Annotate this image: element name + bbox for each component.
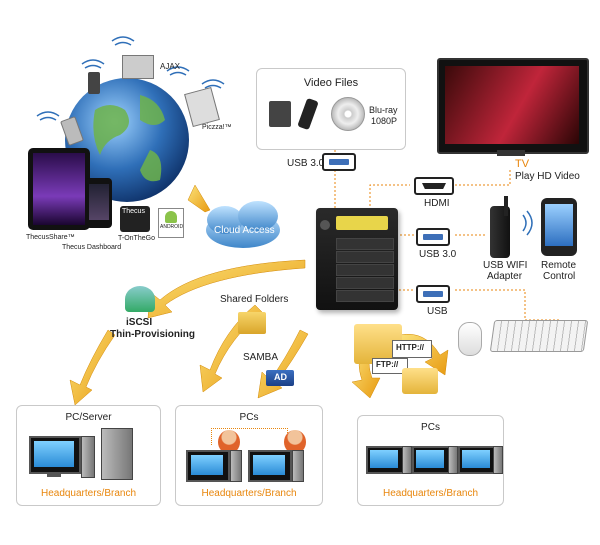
tv-subtitle: Play HD Video	[515, 171, 580, 182]
monitor-icon-5	[412, 446, 450, 474]
tv-icon	[437, 58, 589, 154]
usb-right-label: USB 3.0	[419, 249, 457, 260]
android-badge-label: ANDROID	[160, 224, 184, 230]
usb-bottom-port-icon	[416, 285, 450, 303]
branch-3-title: PCs	[421, 422, 440, 433]
database-icon	[125, 286, 155, 312]
branch-pc-server: PC/Server Headquarters/Branch	[16, 405, 161, 506]
thecus-dashboard-label: Thecus Dashboard	[62, 244, 122, 251]
cloud-access-label: Cloud Access	[214, 225, 275, 236]
remote-phone-icon	[541, 198, 577, 256]
usb-bottom-label: USB	[427, 306, 448, 317]
remote-label-line2: Control	[543, 271, 576, 282]
folder-small-icon	[402, 368, 438, 394]
user-icon-2	[284, 430, 306, 454]
folder-icon	[238, 312, 266, 334]
iscsi-label: iSCSI	[126, 317, 153, 328]
phone-icon	[88, 72, 100, 94]
ad-label: AD	[274, 372, 287, 382]
thecus-share-label: ThecusShare™	[26, 234, 75, 241]
monitor-icon-2	[186, 450, 230, 482]
onthego-label: T-OnTheGo	[118, 235, 155, 242]
cloud-icon	[206, 201, 280, 248]
ajax-label: AJAX	[160, 62, 181, 71]
hdmi-label: HDMI	[424, 198, 450, 209]
branch-pcs-2: PCs Headquarters/Branch	[357, 415, 504, 506]
video-files-title: Video Files	[303, 77, 359, 89]
usb-right-port-icon	[416, 228, 450, 246]
smartphone-icon	[86, 178, 112, 228]
user-icon	[218, 430, 240, 454]
branch-2-footer: Headquarters/Branch	[201, 488, 297, 499]
usb-top-label: USB 3.0	[287, 158, 325, 169]
hdmi-port-icon	[414, 177, 454, 195]
branch-2-title: PCs	[239, 412, 259, 423]
laptop-icon	[122, 55, 154, 79]
branch-1-title: PC/Server	[65, 412, 112, 423]
tv-stand	[497, 150, 525, 156]
ad-badge: AD	[266, 370, 294, 386]
monitor-icon-6	[458, 446, 496, 474]
bluray-disc-icon	[331, 97, 365, 131]
http-label: HTTP://	[396, 343, 424, 352]
remote-label-line1: Remote	[541, 260, 577, 271]
monitor-icon-4	[366, 446, 404, 474]
http-tag: HTTP://	[392, 340, 432, 358]
nas-device-icon	[316, 208, 398, 310]
thecus-app-text: Thecus	[122, 208, 145, 215]
video-files-panel: Video Files Blu-ray 1080P	[256, 68, 406, 150]
monitor-icon-3	[248, 450, 292, 482]
bluray-label: Blu-ray	[369, 105, 398, 115]
server-icon	[101, 428, 133, 480]
usb-wifi-adapter-icon	[490, 206, 510, 258]
branch-1-footer: Headquarters/Branch	[40, 488, 137, 499]
wifi-label-line1: USB WIFI	[483, 260, 528, 271]
keyboard-icon	[489, 320, 589, 352]
usb-stick-icon	[297, 97, 319, 131]
thecus-app-icon: Thecus	[120, 206, 150, 232]
wifi-label-line2: Adapter	[487, 271, 523, 282]
usb-top-port-icon	[322, 153, 356, 171]
thin-provisioning-label: Thin-Provisioning	[110, 329, 195, 340]
samba-label: SAMBA	[243, 352, 279, 363]
mouse-icon	[458, 322, 482, 356]
tablet-icon	[28, 148, 90, 230]
branch-pcs-1: PCs Headquarters/Branch	[175, 405, 323, 506]
ftp-label: FTP://	[376, 360, 399, 369]
sd-card-icon	[269, 101, 291, 127]
ftp-tag: FTP://	[372, 358, 408, 374]
piczza-label: Piczza!™	[202, 124, 232, 131]
monitor-icon	[29, 436, 81, 474]
shared-folders-label: Shared Folders	[220, 294, 289, 305]
android-badge: ANDROID	[158, 208, 184, 238]
branch-3-footer: Headquarters/Branch	[382, 488, 479, 499]
bluray-resolution: 1080P	[371, 116, 398, 126]
tv-title: TV	[515, 158, 530, 170]
wifi-antenna	[504, 196, 508, 216]
